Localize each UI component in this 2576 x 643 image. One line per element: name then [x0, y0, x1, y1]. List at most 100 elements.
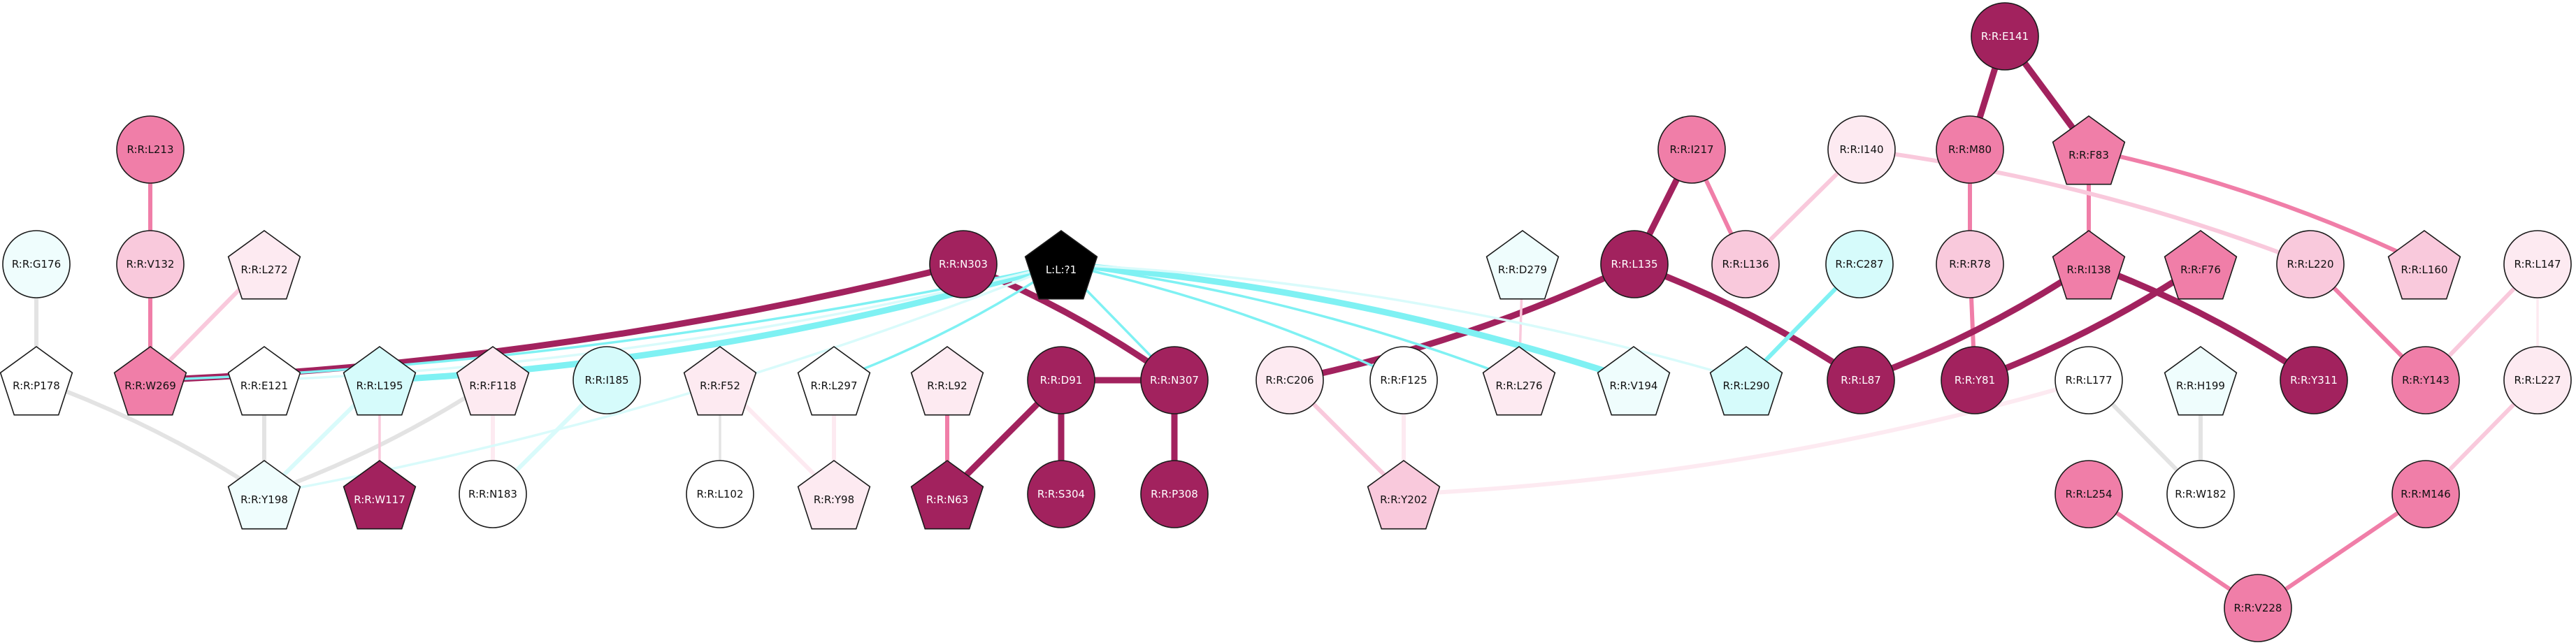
- node-y311[interactable]: R:R:Y311: [2280, 346, 2348, 414]
- node-l213[interactable]: R:R:L213: [116, 115, 185, 184]
- node-label: R:R:Y143: [2402, 374, 2449, 386]
- node-y81[interactable]: R:R:Y81: [1941, 346, 2009, 414]
- node-label: R:R:Y198: [240, 493, 288, 506]
- node-n183[interactable]: R:R:N183: [459, 460, 527, 528]
- node-i140[interactable]: R:R:I140: [1827, 115, 1896, 184]
- edge-i140-l220: [1859, 147, 2312, 266]
- node-h199[interactable]: R:R:H199: [2164, 346, 2238, 416]
- node-y143[interactable]: R:R:Y143: [2391, 346, 2460, 414]
- node-f83[interactable]: R:R:F83: [2052, 115, 2126, 185]
- node-label: R:R:F76: [2180, 263, 2221, 276]
- node-m146[interactable]: R:R:M146: [2391, 460, 2460, 528]
- node-c206[interactable]: R:R:C206: [1255, 346, 1324, 414]
- node-l135[interactable]: R:R:L135: [1600, 230, 1669, 298]
- node-e141[interactable]: R:R:E141: [1971, 2, 2039, 71]
- node-v228[interactable]: R:R:V228: [2224, 574, 2292, 642]
- node-circle: [2503, 346, 2572, 414]
- node-l136[interactable]: R:R:L136: [1711, 230, 1780, 298]
- node-pentagon: [0, 346, 73, 416]
- node-n307[interactable]: R:R:N307: [1140, 346, 1209, 414]
- node-pentagon: [1024, 230, 1098, 300]
- node-label: R:R:L213: [127, 143, 173, 156]
- node-circle: [2055, 346, 2123, 414]
- node-y202[interactable]: R:R:Y202: [1367, 460, 1441, 530]
- node-pentagon: [2052, 115, 2126, 185]
- node-v194[interactable]: R:R:V194: [1597, 346, 1671, 416]
- node-label: R:R:C287: [1835, 258, 1883, 270]
- node-circle: [1600, 230, 1669, 298]
- node-circle: [1140, 346, 1209, 414]
- node-label: R:R:Y81: [1955, 374, 1995, 386]
- node-label: R:R:R78: [1949, 258, 1991, 270]
- node-pentagon: [2387, 230, 2461, 300]
- node-l290[interactable]: R:R:L290: [1709, 346, 1783, 416]
- node-l177[interactable]: R:R:L177: [2055, 346, 2123, 414]
- node-s304[interactable]: R:R:S304: [1027, 460, 1095, 528]
- node-i217[interactable]: R:R:I217: [1657, 115, 1726, 184]
- node-circle: [1255, 346, 1324, 414]
- node-pentagon: [683, 346, 757, 416]
- node-l220[interactable]: R:R:L220: [2276, 230, 2345, 298]
- node-i138[interactable]: R:R:I138: [2052, 230, 2126, 300]
- edge-p178-y198: [34, 378, 266, 496]
- node-label: R:R:L227: [2514, 374, 2561, 386]
- node-circle: [2391, 460, 2460, 528]
- node-f118[interactable]: R:R:F118: [456, 346, 530, 416]
- node-p308[interactable]: R:R:P308: [1140, 460, 1209, 528]
- node-l102[interactable]: R:R:L102: [686, 460, 754, 528]
- node-l272[interactable]: R:R:L272: [227, 230, 301, 300]
- node-label: R:R:Y202: [1380, 493, 1427, 506]
- node-y98[interactable]: R:R:Y98: [797, 460, 871, 530]
- node-m80[interactable]: R:R:M80: [1936, 115, 2004, 184]
- node-l254[interactable]: R:R:L254: [2055, 460, 2123, 528]
- node-w182[interactable]: R:R:W182: [2166, 460, 2235, 528]
- node-pentagon: [227, 460, 301, 530]
- node-label: R:R:I185: [584, 374, 628, 386]
- node-f52[interactable]: R:R:F52: [683, 346, 757, 416]
- node-pentagon: [910, 346, 984, 416]
- node-p178[interactable]: R:R:P178: [0, 346, 73, 416]
- node-l87[interactable]: R:R:L87: [1827, 346, 1895, 414]
- node-c287[interactable]: R:R:C287: [1825, 230, 1894, 298]
- node-n303[interactable]: R:R:N303: [929, 230, 998, 298]
- node-l92[interactable]: R:R:L92: [910, 346, 984, 416]
- node-pentagon: [1482, 346, 1556, 416]
- node-i185[interactable]: R:R:I185: [573, 346, 641, 414]
- node-w269[interactable]: R:R:W269: [113, 346, 187, 416]
- edge-lig-v194: [1058, 261, 1637, 384]
- node-g176[interactable]: R:R:G176: [2, 230, 71, 298]
- node-pentagon: [2052, 230, 2126, 300]
- node-f76[interactable]: R:R:F76: [2164, 230, 2238, 300]
- node-y198[interactable]: R:R:Y198: [227, 460, 301, 530]
- node-r78[interactable]: R:R:R78: [1936, 230, 2004, 298]
- node-e121[interactable]: R:R:E121: [227, 346, 301, 416]
- node-label: R:R:W117: [354, 493, 405, 506]
- node-pentagon: [456, 346, 530, 416]
- node-circle: [2391, 346, 2460, 414]
- node-label: R:R:L177: [2065, 374, 2112, 386]
- node-w117[interactable]: R:R:W117: [343, 460, 417, 530]
- node-label: R:R:E121: [240, 380, 288, 392]
- node-lig[interactable]: L:L:?1: [1024, 230, 1098, 300]
- node-pentagon: [343, 346, 417, 416]
- node-f125[interactable]: R:R:F125: [1369, 346, 1438, 414]
- edge-lig-l290: [1060, 263, 1748, 382]
- node-d91[interactable]: R:R:D91: [1027, 346, 1095, 414]
- node-l160[interactable]: R:R:L160: [2387, 230, 2461, 300]
- node-l297[interactable]: R:R:L297: [797, 346, 871, 416]
- node-v132[interactable]: R:R:V132: [116, 230, 185, 298]
- node-label: R:R:M146: [2401, 488, 2451, 500]
- node-l227[interactable]: R:R:L227: [2503, 346, 2572, 414]
- node-circle: [1657, 115, 1726, 184]
- node-l276[interactable]: R:R:L276: [1482, 346, 1556, 416]
- node-label: R:R:L195: [356, 380, 403, 392]
- node-label: R:R:L160: [2401, 263, 2447, 276]
- node-d279[interactable]: R:R:D279: [1485, 230, 1560, 300]
- node-circle: [2276, 230, 2345, 298]
- node-l147[interactable]: R:R:L147: [2503, 230, 2572, 298]
- node-l195[interactable]: R:R:L195: [343, 346, 417, 416]
- edge-f83-l160: [2087, 147, 2426, 266]
- node-n63[interactable]: R:R:N63: [910, 460, 984, 530]
- node-label: R:R:I140: [1839, 143, 1883, 156]
